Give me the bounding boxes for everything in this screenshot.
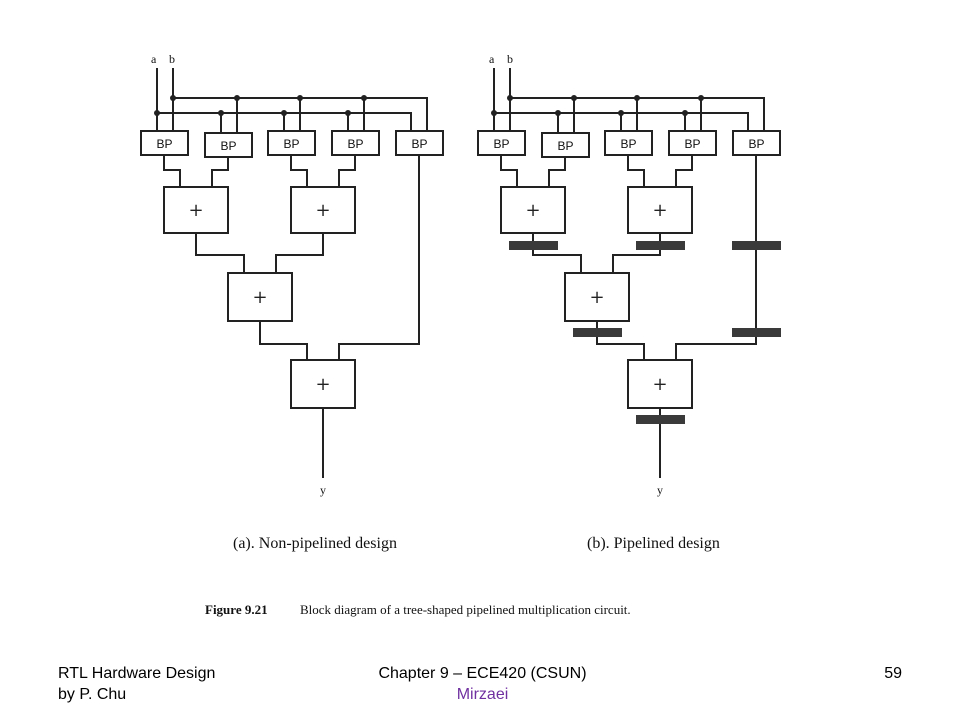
input-wires	[493, 68, 765, 133]
pipeline-register	[732, 241, 781, 250]
adder-block: +	[290, 359, 356, 409]
adder-symbol: +	[652, 200, 667, 221]
figure-title: Block diagram of a tree-shaped pipelined…	[300, 602, 631, 617]
pipeline-register	[636, 241, 685, 250]
junction-dots	[154, 95, 367, 116]
footer-course-title: RTL Hardware Design	[58, 665, 216, 682]
tree-wires	[163, 155, 420, 478]
adder-symbol: +	[252, 287, 267, 308]
footer-chapter: Chapter 9 – ECE420 (CSUN)	[378, 665, 587, 682]
pipelined-diagram: a b BP	[477, 52, 781, 552]
bp-label: BP	[347, 137, 363, 151]
footer-author: by P. Chu	[58, 686, 127, 703]
output-y-label: y	[657, 483, 663, 497]
bp-block: BP	[395, 130, 444, 156]
adder-symbol: +	[315, 200, 330, 221]
bp-block: BP	[204, 132, 253, 158]
pipeline-register	[636, 415, 685, 424]
bp-label: BP	[283, 137, 299, 151]
caption-pipelined: (b). Pipelined design	[587, 535, 720, 552]
bp-label: BP	[557, 139, 573, 153]
nonpipelined-diagram: a b BP	[140, 52, 444, 552]
output-y-label: y	[320, 483, 326, 497]
adder-symbol: +	[188, 200, 203, 221]
footer-instructor: Mirzaei	[456, 686, 509, 703]
pipeline-register	[573, 328, 622, 337]
bp-label: BP	[220, 139, 236, 153]
bp-block: BP	[331, 130, 380, 156]
bp-block: BP	[668, 130, 717, 156]
adder-block: +	[627, 186, 693, 234]
bp-block: BP	[604, 130, 653, 156]
adder-block: +	[627, 359, 693, 409]
bp-label: BP	[748, 137, 764, 151]
input-a-label: a	[489, 52, 495, 66]
adder-block: +	[290, 186, 356, 234]
junction-dots	[491, 95, 704, 116]
bp-block: BP	[267, 130, 316, 156]
adder-block: +	[500, 186, 566, 234]
bp-block: BP	[732, 130, 781, 156]
bp-label: BP	[684, 137, 700, 151]
bp-block: BP	[541, 132, 590, 158]
page-number: 59	[884, 665, 902, 682]
pipeline-registers	[509, 241, 781, 424]
bp-label: BP	[493, 137, 509, 151]
adder-symbol: +	[315, 374, 330, 395]
adder-block: +	[163, 186, 229, 234]
footer-left: RTL Hardware Design by P. Chu	[58, 663, 215, 705]
caption-nonpipelined: (a). Non-pipelined design	[233, 535, 397, 552]
bp-block: BP	[140, 130, 189, 156]
adder-block: +	[227, 272, 293, 322]
figure-number: Figure 9.21	[205, 602, 268, 617]
bp-label: BP	[620, 137, 636, 151]
block-diagram: a b BP	[140, 52, 781, 617]
input-b-label: b	[169, 52, 175, 66]
input-wires	[156, 68, 428, 133]
bp-block: BP	[477, 130, 526, 156]
adder-symbol: +	[652, 374, 667, 395]
input-b-label: b	[507, 52, 513, 66]
bp-label: BP	[411, 137, 427, 151]
adder-symbol: +	[525, 200, 540, 221]
input-a-label: a	[151, 52, 157, 66]
bp-label: BP	[156, 137, 172, 151]
footer-center: Chapter 9 – ECE420 (CSUN) Mirzaei	[330, 663, 635, 705]
pipeline-register	[509, 241, 558, 250]
adder-block: +	[564, 272, 630, 322]
pipeline-register	[732, 328, 781, 337]
adder-symbol: +	[589, 287, 604, 308]
